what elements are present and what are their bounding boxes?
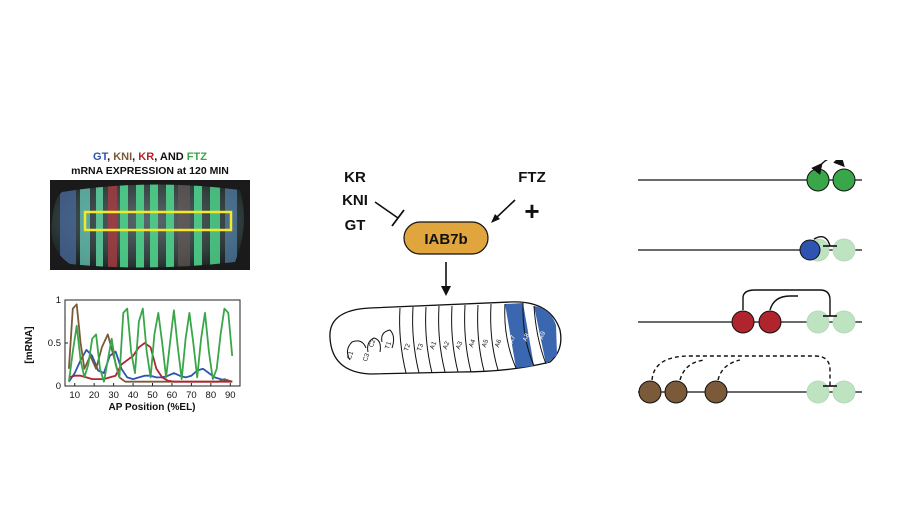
title-part: , [107,151,114,163]
segment-a7-highlight [505,303,534,368]
faded-ftz-site-3 [806,310,830,334]
y-tick-label: 1 [56,295,61,306]
kr-site-2 [758,310,782,334]
enhancer-models-diagram [638,160,862,404]
segment-label-a9: A9 [538,330,547,340]
output-arrow [441,262,451,296]
ftz-site-2 [832,168,856,192]
title-part: , AND [154,151,187,163]
model-row-kni-repression [638,355,862,404]
segment-label-a3: A3 [455,340,464,350]
title-part: KNI [113,151,133,163]
segment-label-c3: C3 [362,352,372,363]
larva-head-detail [346,329,395,361]
x-tick-label: 80 [206,390,217,401]
segment-label-a4: A4 [468,338,477,348]
x-tick-label: 70 [186,390,197,401]
mrna-line-chart: 10 20 30 40 50 60 70 80 90 0 0.5 1 AP Position (%EL… [24,295,241,413]
model-row-gt-repression [638,236,862,262]
segment-a9-highlight [534,306,557,364]
faded-ftz-site-6 [832,380,856,404]
chart-axis-ticks: 10 20 30 40 50 60 70 80 90 0 0.5 1 [48,295,236,401]
title-part: FTZ [186,151,207,163]
kni-site-3 [704,380,728,404]
title-part: , [132,151,139,163]
series-line-kr [68,342,233,383]
embryo-expression-image [50,180,250,270]
x-tick-label: 60 [167,390,178,401]
segment-label-c1: C1 [346,350,356,361]
gt-repression-arc [813,236,831,247]
repressor-label-kr: KR [344,169,366,186]
repressor-label-kni: KNI [342,192,368,209]
title-part: GT [93,151,108,163]
y-tick-label: 0 [56,381,61,392]
embryo-body [51,184,245,268]
x-tick-label: 50 [147,390,158,401]
iab7b-label: IAB7b [424,231,467,248]
segment-label-a5: A5 [481,338,490,348]
regulation-diagram: KR KNI GT FTZ + IAB7b [329,169,562,375]
chart-series-group [68,303,234,383]
expression-subtitle: mRNA EXPRESSION at 120 MIN [71,165,229,177]
kni-site-1 [638,380,662,404]
x-tick-label: 20 [89,390,100,401]
expression-title: GT, KNI, KR, AND FTZ [50,151,250,163]
activation-arrow [491,199,516,223]
kni-site-2 [664,380,688,404]
segment-label-t2: T2 [403,342,412,352]
segment-label-a8: A8 [522,332,531,342]
measurement-window-box [83,210,233,232]
repressor-label-gt: GT [345,217,366,234]
model-row-ftz-cooperative [638,160,862,192]
segment-label-t3: T3 [416,342,425,352]
segment-label-a1: A1 [429,340,438,350]
segment-label-a6: A6 [494,338,503,348]
x-tick-label: 90 [225,390,236,401]
segment-label-a2: A2 [442,340,451,350]
x-tick-label: 40 [128,390,139,401]
segment-label-t1: T1 [384,340,393,350]
ftz-site-1 [806,168,830,192]
larva-outline [329,301,562,375]
faded-ftz-site-2 [832,238,856,262]
gt-site [799,239,821,261]
activator-label-ftz: FTZ [518,169,546,186]
series-line-ftz [68,307,234,383]
title-part: KR [138,151,155,163]
y-tick-label: 0.5 [48,338,61,349]
chart-plot-area [64,299,241,387]
segment-label-a7: A7 [508,334,517,344]
kr-site-1 [731,310,755,334]
model-row-kr-repression [638,289,862,334]
segment-label-c2: C2 [368,338,378,349]
activation-plus-sign: + [524,196,539,226]
faded-ftz-site-4 [832,310,856,334]
iab7b-enhancer-node [403,221,489,255]
chart-y-axis-label: [mRNA] [24,326,35,363]
cooperative-arrow [811,160,845,175]
chart-x-axis-label: AP Position (%EL) [108,402,195,413]
segment-boundaries [399,302,547,374]
x-tick-label: 30 [108,390,119,401]
faded-ftz-site-5 [806,380,830,404]
x-tick-label: 10 [69,390,80,401]
repression-arrow [374,201,405,227]
